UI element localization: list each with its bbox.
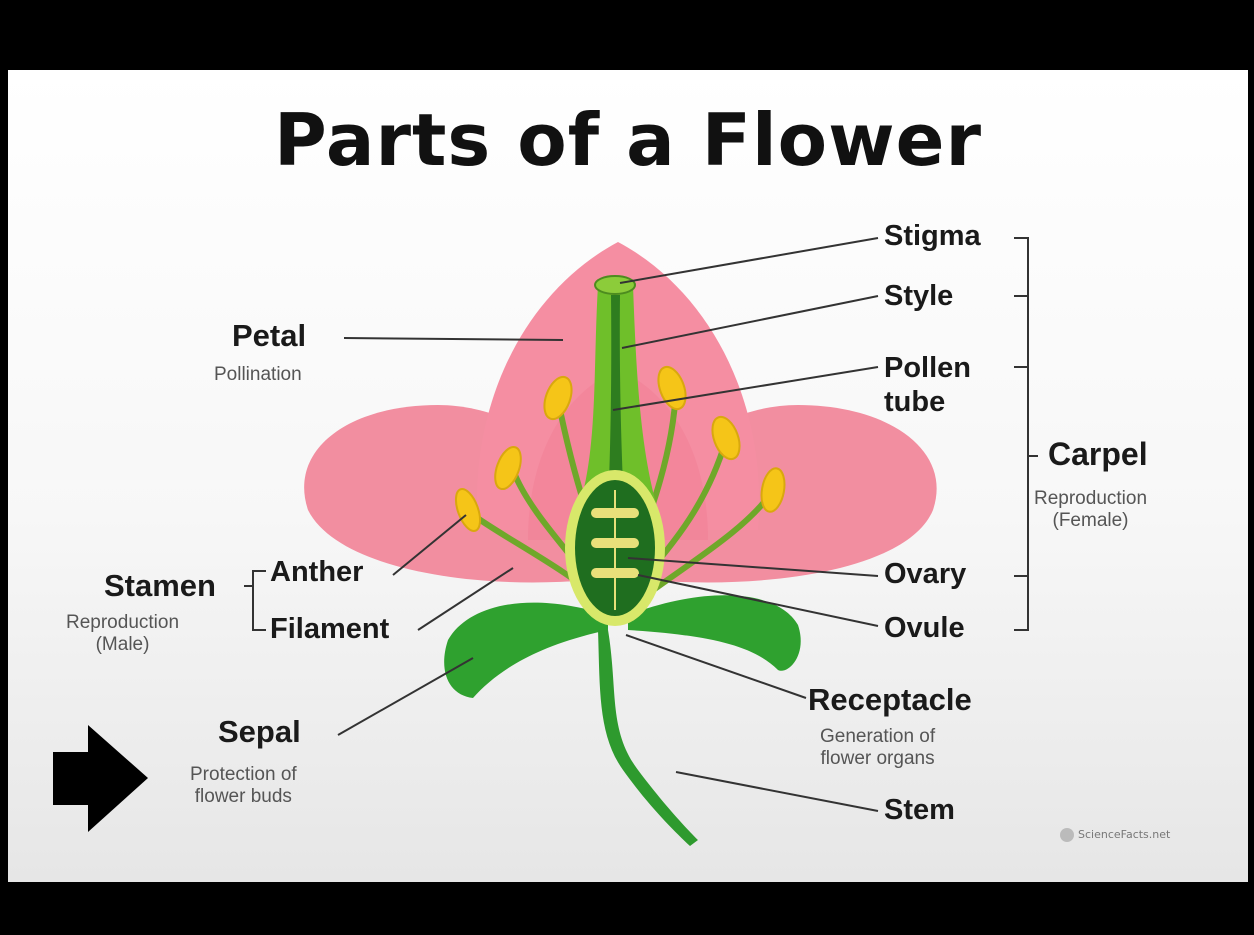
diagram-slide: Parts of a Flower: [8, 70, 1248, 882]
label-stamen-desc: Reproduction (Male): [66, 612, 179, 656]
stem-shape: [598, 630, 698, 846]
sciencefacts-logo-icon: [1060, 828, 1074, 842]
label-filament: Filament: [270, 613, 389, 645]
label-ovary: Ovary: [884, 558, 966, 590]
label-ovule: Ovule: [884, 612, 965, 644]
label-stigma: Stigma: [884, 220, 981, 252]
sepal-right: [628, 595, 801, 670]
label-receptacle: Receptacle: [808, 684, 972, 716]
logo-text: ScienceFacts.net: [1078, 828, 1170, 841]
label-pollen-tube: Pollen tube: [884, 351, 971, 419]
sciencefacts-logo: ScienceFacts.net: [1060, 828, 1170, 842]
leader-stigma: [620, 238, 878, 283]
label-sepal: Sepal: [218, 716, 301, 748]
stamen-bracket-line: [253, 571, 266, 630]
carpel-bracket: [1014, 238, 1038, 630]
stigma-shape: [595, 276, 635, 294]
label-sepal-desc: Protection of flower buds: [190, 764, 297, 808]
flower-diagram: [8, 70, 1248, 882]
label-petal: Petal: [232, 320, 306, 352]
leader-sepal: [338, 658, 473, 735]
label-style: Style: [884, 280, 953, 312]
label-carpel-desc: Reproduction (Female): [1034, 488, 1147, 532]
label-stamen: Stamen: [104, 570, 216, 602]
leader-stem: [676, 772, 878, 811]
sepal-left: [444, 603, 608, 698]
stamen-bracket: [244, 571, 266, 630]
label-anther: Anther: [270, 556, 363, 588]
label-stem: Stem: [884, 794, 955, 826]
label-petal-desc: Pollination: [214, 364, 302, 386]
label-receptacle-desc: Generation of flower organs: [820, 726, 935, 770]
label-carpel: Carpel: [1048, 438, 1148, 470]
arrow-right-icon: [53, 725, 148, 832]
